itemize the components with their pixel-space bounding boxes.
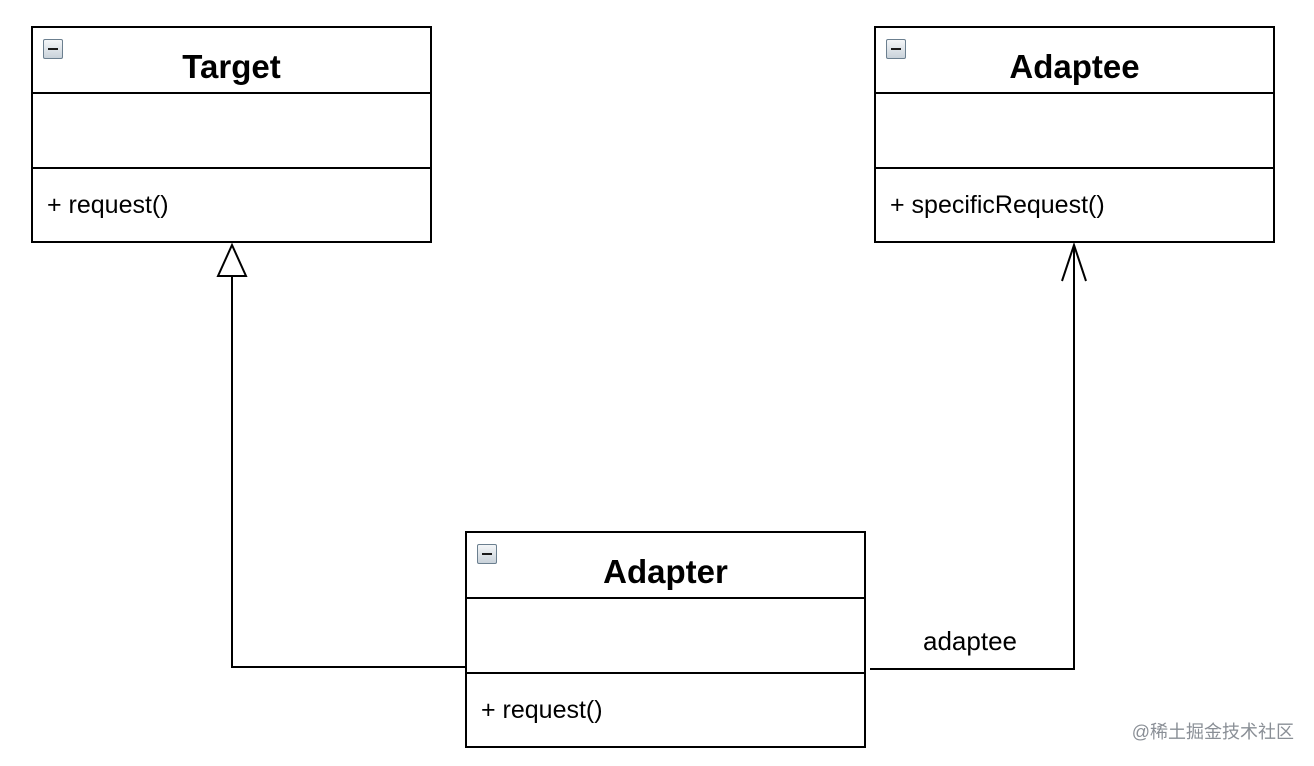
- generalization-line[interactable]: [231, 276, 468, 668]
- class-adapter[interactable]: Adapter + request(): [465, 531, 866, 748]
- collapse-minus-icon[interactable]: [477, 544, 497, 564]
- operations-compartment: + specificRequest(): [876, 169, 1273, 241]
- attributes-compartment: [876, 94, 1273, 169]
- class-header: Adaptee: [876, 28, 1273, 94]
- class-adaptee[interactable]: Adaptee + specificRequest(): [874, 26, 1275, 243]
- collapse-minus-icon[interactable]: [886, 39, 906, 59]
- class-name: Adaptee: [1009, 48, 1140, 85]
- class-name: Target: [182, 48, 281, 85]
- operations-compartment: + request(): [467, 674, 864, 746]
- operations-compartment: + request(): [33, 169, 430, 241]
- class-name: Adapter: [603, 553, 728, 590]
- class-header: Adapter: [467, 533, 864, 599]
- generalization-arrowhead: [216, 242, 248, 277]
- attributes-compartment: [33, 94, 430, 169]
- class-header: Target: [33, 28, 430, 94]
- association-role-label: adaptee: [923, 626, 1017, 656]
- class-target[interactable]: Target + request(): [31, 26, 432, 243]
- collapse-minus-icon[interactable]: [43, 39, 63, 59]
- operation: + request(): [47, 190, 169, 219]
- association-line[interactable]: [870, 245, 1075, 670]
- operation: + specificRequest(): [890, 190, 1105, 219]
- attributes-compartment: [467, 599, 864, 674]
- association-arrowhead: [1061, 241, 1087, 282]
- operation: + request(): [481, 695, 603, 724]
- watermark: @稀土掘金技术社区: [1131, 722, 1294, 742]
